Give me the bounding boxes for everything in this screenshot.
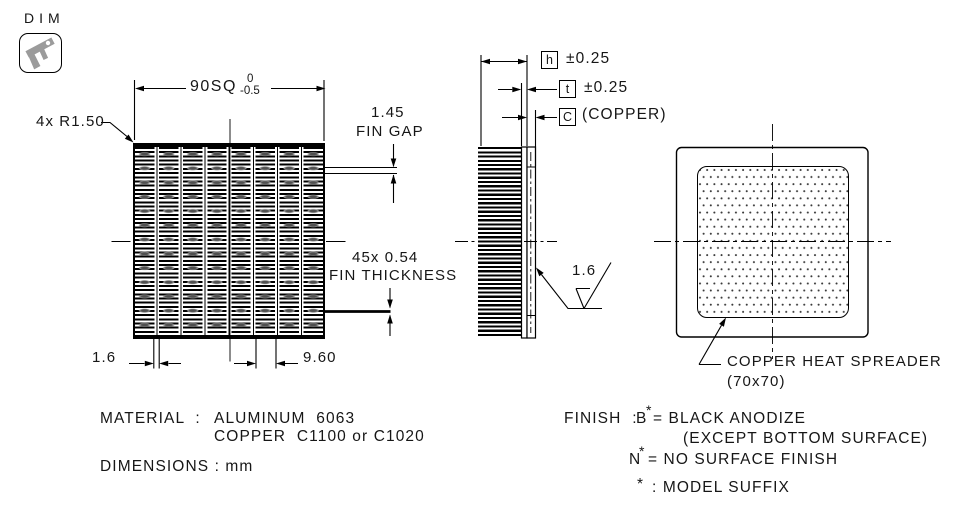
heat-spreader-callout-line2: (70x70) (727, 373, 786, 390)
dim-badge[interactable] (19, 33, 62, 73)
fin-gap-value: 1.45 (371, 104, 405, 121)
width-tolerance-lower: -0.5 (240, 85, 260, 97)
fin-height-symbol-box: h (541, 51, 558, 69)
side-view-profile (455, 146, 557, 339)
finish-b-code: B (636, 410, 648, 427)
copper-thickness-note: (COPPER) (582, 106, 667, 123)
material-value-aluminum: ALUMINUM 6063 (214, 410, 356, 427)
finish-star-desc: : MODEL SUFFIX (652, 479, 790, 496)
surface-finish-symbol (536, 262, 612, 310)
edge-offset-dimension: 1.6 (92, 349, 117, 366)
base-thickness-symbol: t (565, 82, 570, 96)
finish-b-star: * (646, 402, 653, 418)
surface-roughness-value: 1.6 (572, 262, 597, 279)
heat-spreader-callout-line1: COPPER HEAT SPREADER (727, 353, 942, 370)
width-dimension: 90SQ (190, 78, 237, 95)
dimensions-units-note: DIMENSIONS : mm (100, 458, 254, 475)
base-thickness-symbol-box: t (559, 80, 576, 98)
fin-height-symbol: h (546, 53, 553, 67)
base-thickness-tolerance: ±0.25 (584, 79, 629, 96)
fin-height-tolerance: ±0.25 (566, 50, 611, 67)
copper-thickness-symbol: C (562, 110, 573, 124)
caliper-icon (25, 37, 55, 70)
width-tolerance-upper: 0 (247, 73, 254, 85)
copper-thickness-symbol-box: C (559, 108, 576, 126)
side-view-fin-stack (478, 147, 522, 338)
fin-gap-label: FIN GAP (356, 123, 424, 140)
side-view-dimensions (480, 55, 557, 166)
material-value-copper: COPPER C1100 or C1020 (214, 428, 425, 445)
bottom-view (654, 124, 891, 366)
front-view-dimensions (101, 80, 397, 369)
fin-thickness-value: 45x 0.54 (352, 249, 419, 266)
pitch-dimension: 9.60 (303, 349, 337, 366)
finish-b-desc2: (EXCEPT BOTTOM SURFACE) (683, 430, 929, 447)
dim-tab-label: DIM (24, 10, 65, 26)
finish-n-desc: = NO SURFACE FINISH (648, 451, 839, 468)
fin-thickness-label: FIN THICKNESS (329, 267, 458, 284)
copper-heat-spreader-area (697, 166, 849, 318)
finish-star-code: * (637, 476, 645, 493)
finish-b-desc: = BLACK ANODIZE (653, 410, 807, 427)
front-view-fin-field (133, 143, 325, 339)
finish-n-star: * (639, 443, 646, 459)
material-label: MATERIAL : (100, 410, 201, 427)
finish-n-code: N (629, 451, 642, 468)
finish-label: FINISH : (564, 410, 638, 427)
corner-radius-callout: 4x R1.50 (36, 113, 105, 130)
